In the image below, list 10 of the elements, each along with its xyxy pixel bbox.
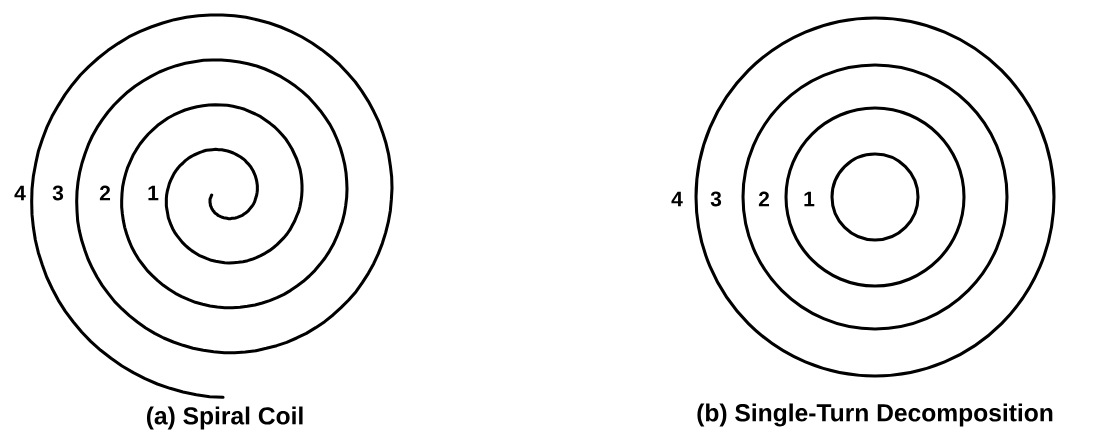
turn-number: 2 (99, 185, 111, 201)
turn-number: 1 (804, 191, 815, 207)
turn-number: 4 (671, 191, 683, 207)
turn-number: 3 (710, 191, 722, 207)
turn-number: 2 (758, 191, 769, 207)
turn-number: 4 (14, 185, 26, 201)
panel-caption: (a) Spiral Coil (146, 406, 303, 430)
panel-caption: (b) Single-Turn Decomposition (697, 403, 1053, 427)
turn-number: 1 (148, 185, 159, 201)
turn-number: 3 (52, 185, 64, 201)
